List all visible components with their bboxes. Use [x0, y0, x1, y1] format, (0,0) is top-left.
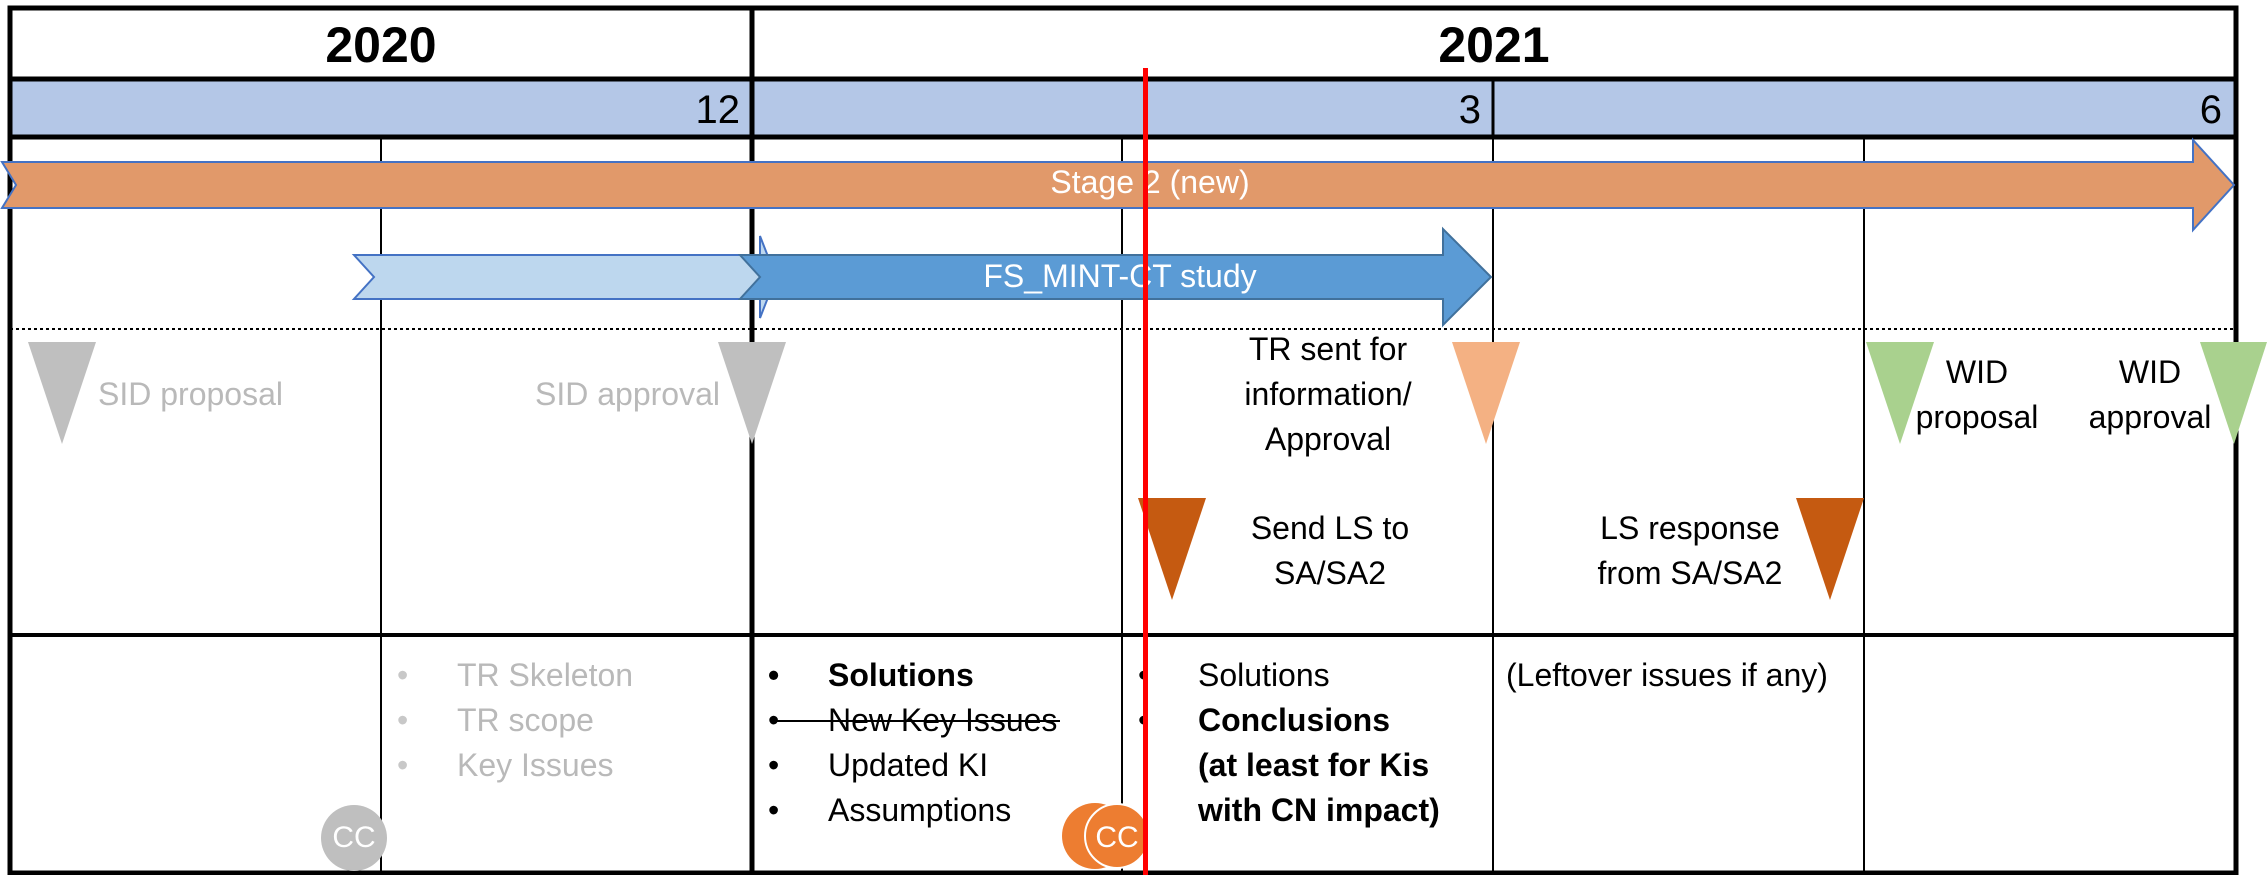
list-item: Solutions [754, 653, 1057, 698]
list-item: Assumptions [754, 788, 1057, 833]
month-bar [10, 79, 2236, 137]
study-arrow [737, 226, 1493, 328]
tr-sent-marker [1452, 342, 1520, 444]
work-list-col4: • Solutions • Conclusions (at least for … [1124, 653, 1440, 833]
month-12: 12 [695, 88, 741, 132]
study-arrow-light [351, 235, 778, 319]
month-6: 6 [2199, 88, 2222, 132]
list-item: TR scope [383, 698, 633, 743]
stage2-label: Stage 2 (new) [1050, 164, 1250, 200]
stage2-arrow [0, 137, 2236, 233]
sid-approval-label: SID approval [535, 376, 720, 412]
current-date-line [1143, 68, 1148, 875]
list-item: Solutions [1198, 657, 1330, 693]
work-list-col2: TR Skeleton TR scope Key Issues [383, 653, 633, 788]
send-ls-label: Send LS to SA/SA2 [1250, 510, 1410, 591]
year-2021: 2021 [1438, 17, 1550, 73]
list-item: TR Skeleton [383, 653, 633, 698]
list-item-cont: (at least for Kis [1198, 747, 1430, 783]
list-item: Conclusions [1198, 702, 1391, 738]
sid-proposal-label: SID proposal [98, 376, 283, 412]
sid-proposal-marker [28, 342, 96, 444]
wid-approval-marker [2200, 342, 2267, 444]
work-list-col3: Solutions New Key Issues Updated KI Assu… [754, 653, 1057, 833]
list-item-cont: with CN impact) [1198, 792, 1440, 828]
wid-proposal-marker [1866, 342, 1934, 444]
send-ls-marker [1138, 498, 1206, 600]
year-2020: 2020 [325, 17, 437, 73]
cc-badge-gray: CC [321, 805, 387, 871]
wid-proposal-label: WID proposal [1915, 354, 2039, 435]
list-item: Key Issues [383, 743, 633, 788]
wid-approval-label: WID approval [2088, 354, 2212, 435]
leftover-issues: (Leftover issues if any) [1506, 657, 1828, 693]
study-label: FS_MINT-CT study [983, 258, 1257, 294]
list-item: New Key Issues [754, 698, 1057, 743]
list-item: Updated KI [754, 743, 1057, 788]
month-3: 3 [1458, 88, 1481, 132]
ls-response-label: LS response from SA/SA2 [1597, 510, 1783, 591]
ls-response-marker [1796, 498, 1864, 600]
tr-sent-label: TR sent for information/ Approval [1244, 331, 1412, 457]
sid-approval-marker [718, 342, 786, 444]
cc-badge-orange: CC [1084, 803, 1150, 869]
